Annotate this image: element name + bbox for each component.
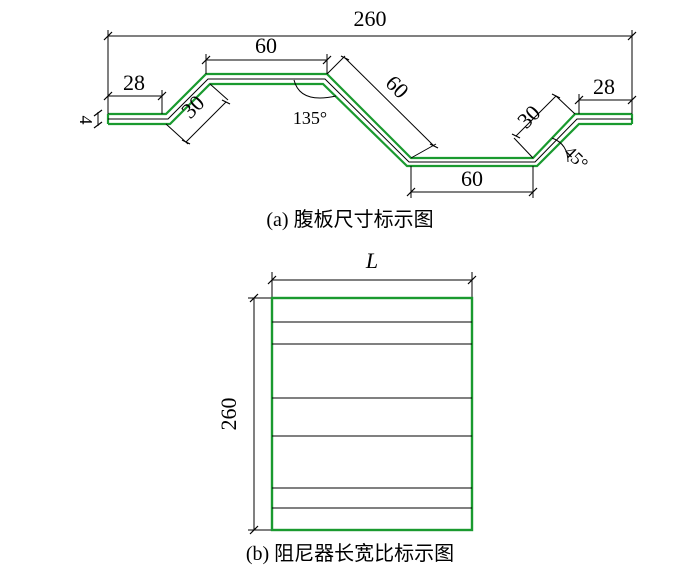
dim-incline-left-label: 30: [176, 90, 209, 123]
damper-plate-rect: [270, 296, 474, 532]
dim-thickness: 4: [76, 109, 103, 129]
figure-a-caption: (a) 腹板尺寸标示图: [266, 208, 433, 231]
figure-b: L 260 (b) 阻尼器长宽比标示图: [216, 248, 477, 565]
angle-45: 45°: [551, 137, 592, 174]
dim-right-flat-label: 28: [593, 74, 615, 99]
angle-45-label: 45°: [560, 142, 592, 174]
dim-incline-right-label: 30: [512, 100, 545, 133]
dim-bottom-flat: 60: [406, 166, 538, 198]
dim-width-L: L: [267, 248, 477, 298]
web-plate-outline-top: [108, 72, 632, 160]
dim-total-width: 260: [103, 6, 637, 114]
angle-135-label: 135°: [293, 108, 327, 128]
dim-top-flat: 60: [201, 33, 332, 74]
web-plate-outline-bottom: [108, 82, 632, 168]
dim-thickness-label: 4: [76, 116, 96, 125]
dim-left-flat-label: 28: [123, 70, 145, 95]
dim-right-flat: 28: [574, 74, 637, 114]
dim-height-260-label: 260: [216, 398, 241, 431]
dim-top-flat-label: 60: [255, 33, 277, 58]
figure-b-caption: (b) 阻尼器长宽比标示图: [246, 542, 454, 565]
dim-total-width-label: 260: [354, 6, 387, 31]
dim-incline-left: 30: [165, 83, 231, 145]
web-plate-centerline: [108, 78, 632, 163]
dim-height-260: 260: [216, 293, 272, 535]
dim-left-flat: 28: [103, 70, 167, 114]
dim-width-L-label: L: [365, 248, 378, 273]
figure-a: 260 28 60 28: [76, 6, 637, 231]
dim-bottom-flat-label: 60: [461, 166, 483, 191]
angle-135: 135°: [293, 79, 337, 128]
